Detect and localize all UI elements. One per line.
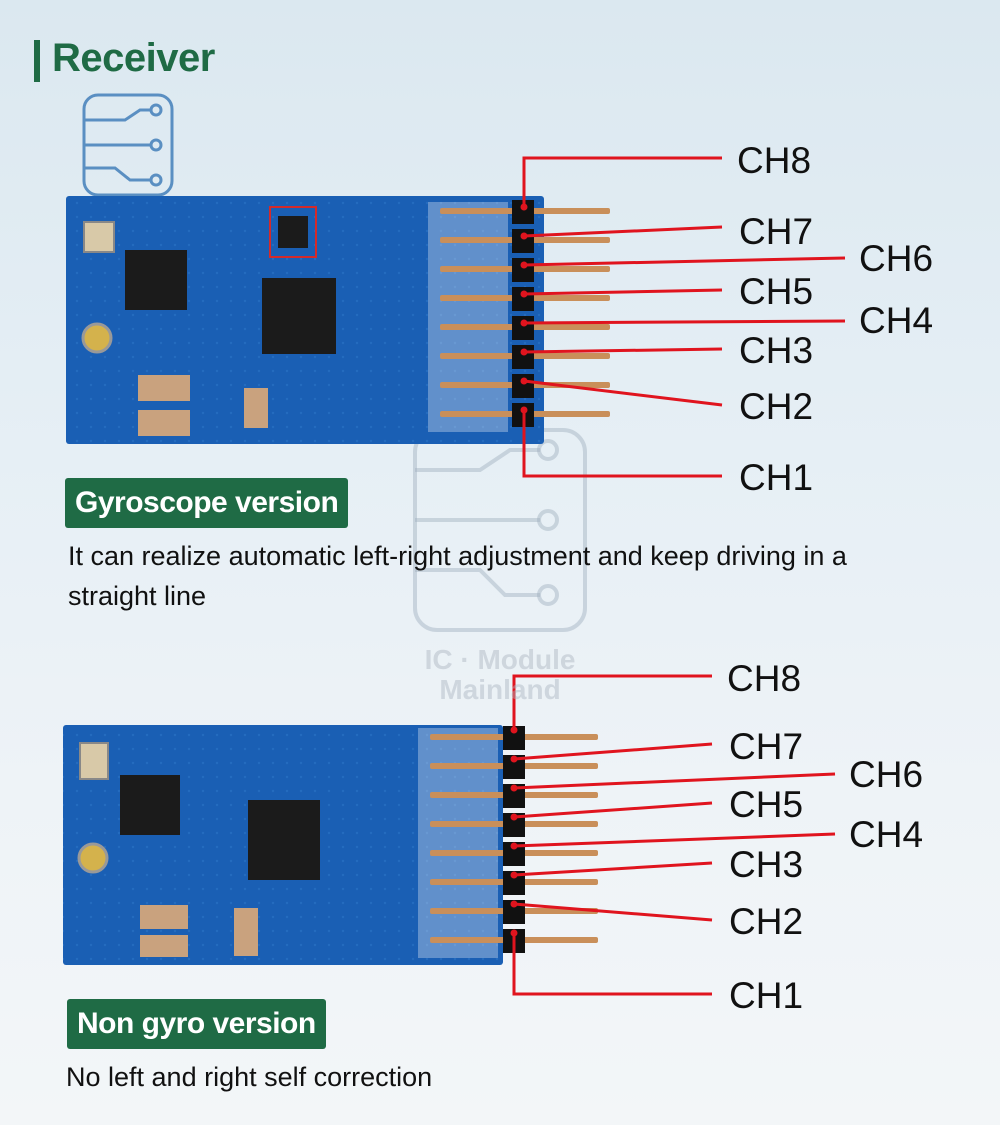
bottom-ch5-label: CH5: [729, 784, 804, 825]
title-accent-bar: [34, 40, 40, 82]
pointer-line: [513, 772, 836, 790]
bottom-ch7-label: CH7: [729, 726, 804, 767]
bottom-channel-pointers: [510, 674, 836, 996]
non-gyro-description: No left and right self correction: [66, 1062, 433, 1092]
header-spacer: [512, 316, 534, 340]
top-ch2-label: CH2: [739, 386, 814, 427]
bottom-ch1-label: CH1: [729, 975, 804, 1016]
top-ch1-label: CH1: [739, 457, 814, 498]
pointer-line: [513, 832, 836, 848]
pointer-line: [512, 674, 712, 730]
bottom-ch4-label: CH4: [849, 814, 924, 855]
header-spacer: [512, 258, 534, 282]
header-spacer: [503, 726, 525, 750]
pointer-line: [513, 742, 713, 761]
bottom-ch2-label: CH2: [729, 901, 804, 942]
pointer-line: [513, 801, 713, 819]
pointer-line: [522, 410, 722, 478]
pointer-line: [523, 256, 846, 267]
pointer-line: [512, 933, 712, 996]
top-ch7-label: CH7: [739, 211, 814, 252]
top-ch8-label: CH8: [737, 140, 812, 181]
non-gyro-receiver-board: [63, 725, 598, 965]
pointer-line: [523, 288, 723, 296]
bottom-ch3-label: CH3: [729, 844, 804, 885]
pointer-line: [523, 319, 846, 325]
gyroscope-description: It can realize automatic left-right adju…: [68, 541, 847, 611]
header-spacer: [503, 755, 525, 779]
header-spacer: [512, 287, 534, 311]
watermark-text: IC · Module Mainland: [424, 644, 576, 705]
bottom-ch8-label: CH8: [727, 658, 802, 699]
page-title: Receiver: [52, 36, 215, 80]
circuit-logo-icon: [82, 93, 174, 197]
non-gyro-version-badge: Non gyro version: [67, 999, 326, 1049]
header-spacer: [512, 229, 534, 253]
top-channel-pointers: [520, 156, 846, 478]
pointer-line: [523, 379, 723, 407]
header-spacer: [503, 813, 525, 837]
pointer-line: [513, 902, 713, 922]
top-ch6-label: CH6: [859, 238, 934, 279]
gyroscope-version-badge: Gyroscope version: [65, 478, 349, 528]
header-spacer: [503, 900, 525, 924]
pointer-line: [523, 225, 723, 238]
top-ch5-label: CH5: [739, 271, 814, 312]
bottom-ch6-label: CH6: [849, 754, 924, 795]
pointer-line: [523, 347, 723, 354]
pointer-line: [522, 156, 722, 207]
header-spacer: [503, 784, 525, 808]
pointer-line: [513, 861, 713, 877]
header-spacer: [503, 871, 525, 895]
header-spacer: [512, 200, 534, 224]
header-spacer: [512, 345, 534, 369]
gyro-receiver-board: [66, 196, 610, 444]
top-ch4-label: CH4: [859, 300, 934, 341]
top-ch3-label: CH3: [739, 330, 814, 371]
header-spacer: [512, 374, 534, 398]
header-spacer: [503, 842, 525, 866]
